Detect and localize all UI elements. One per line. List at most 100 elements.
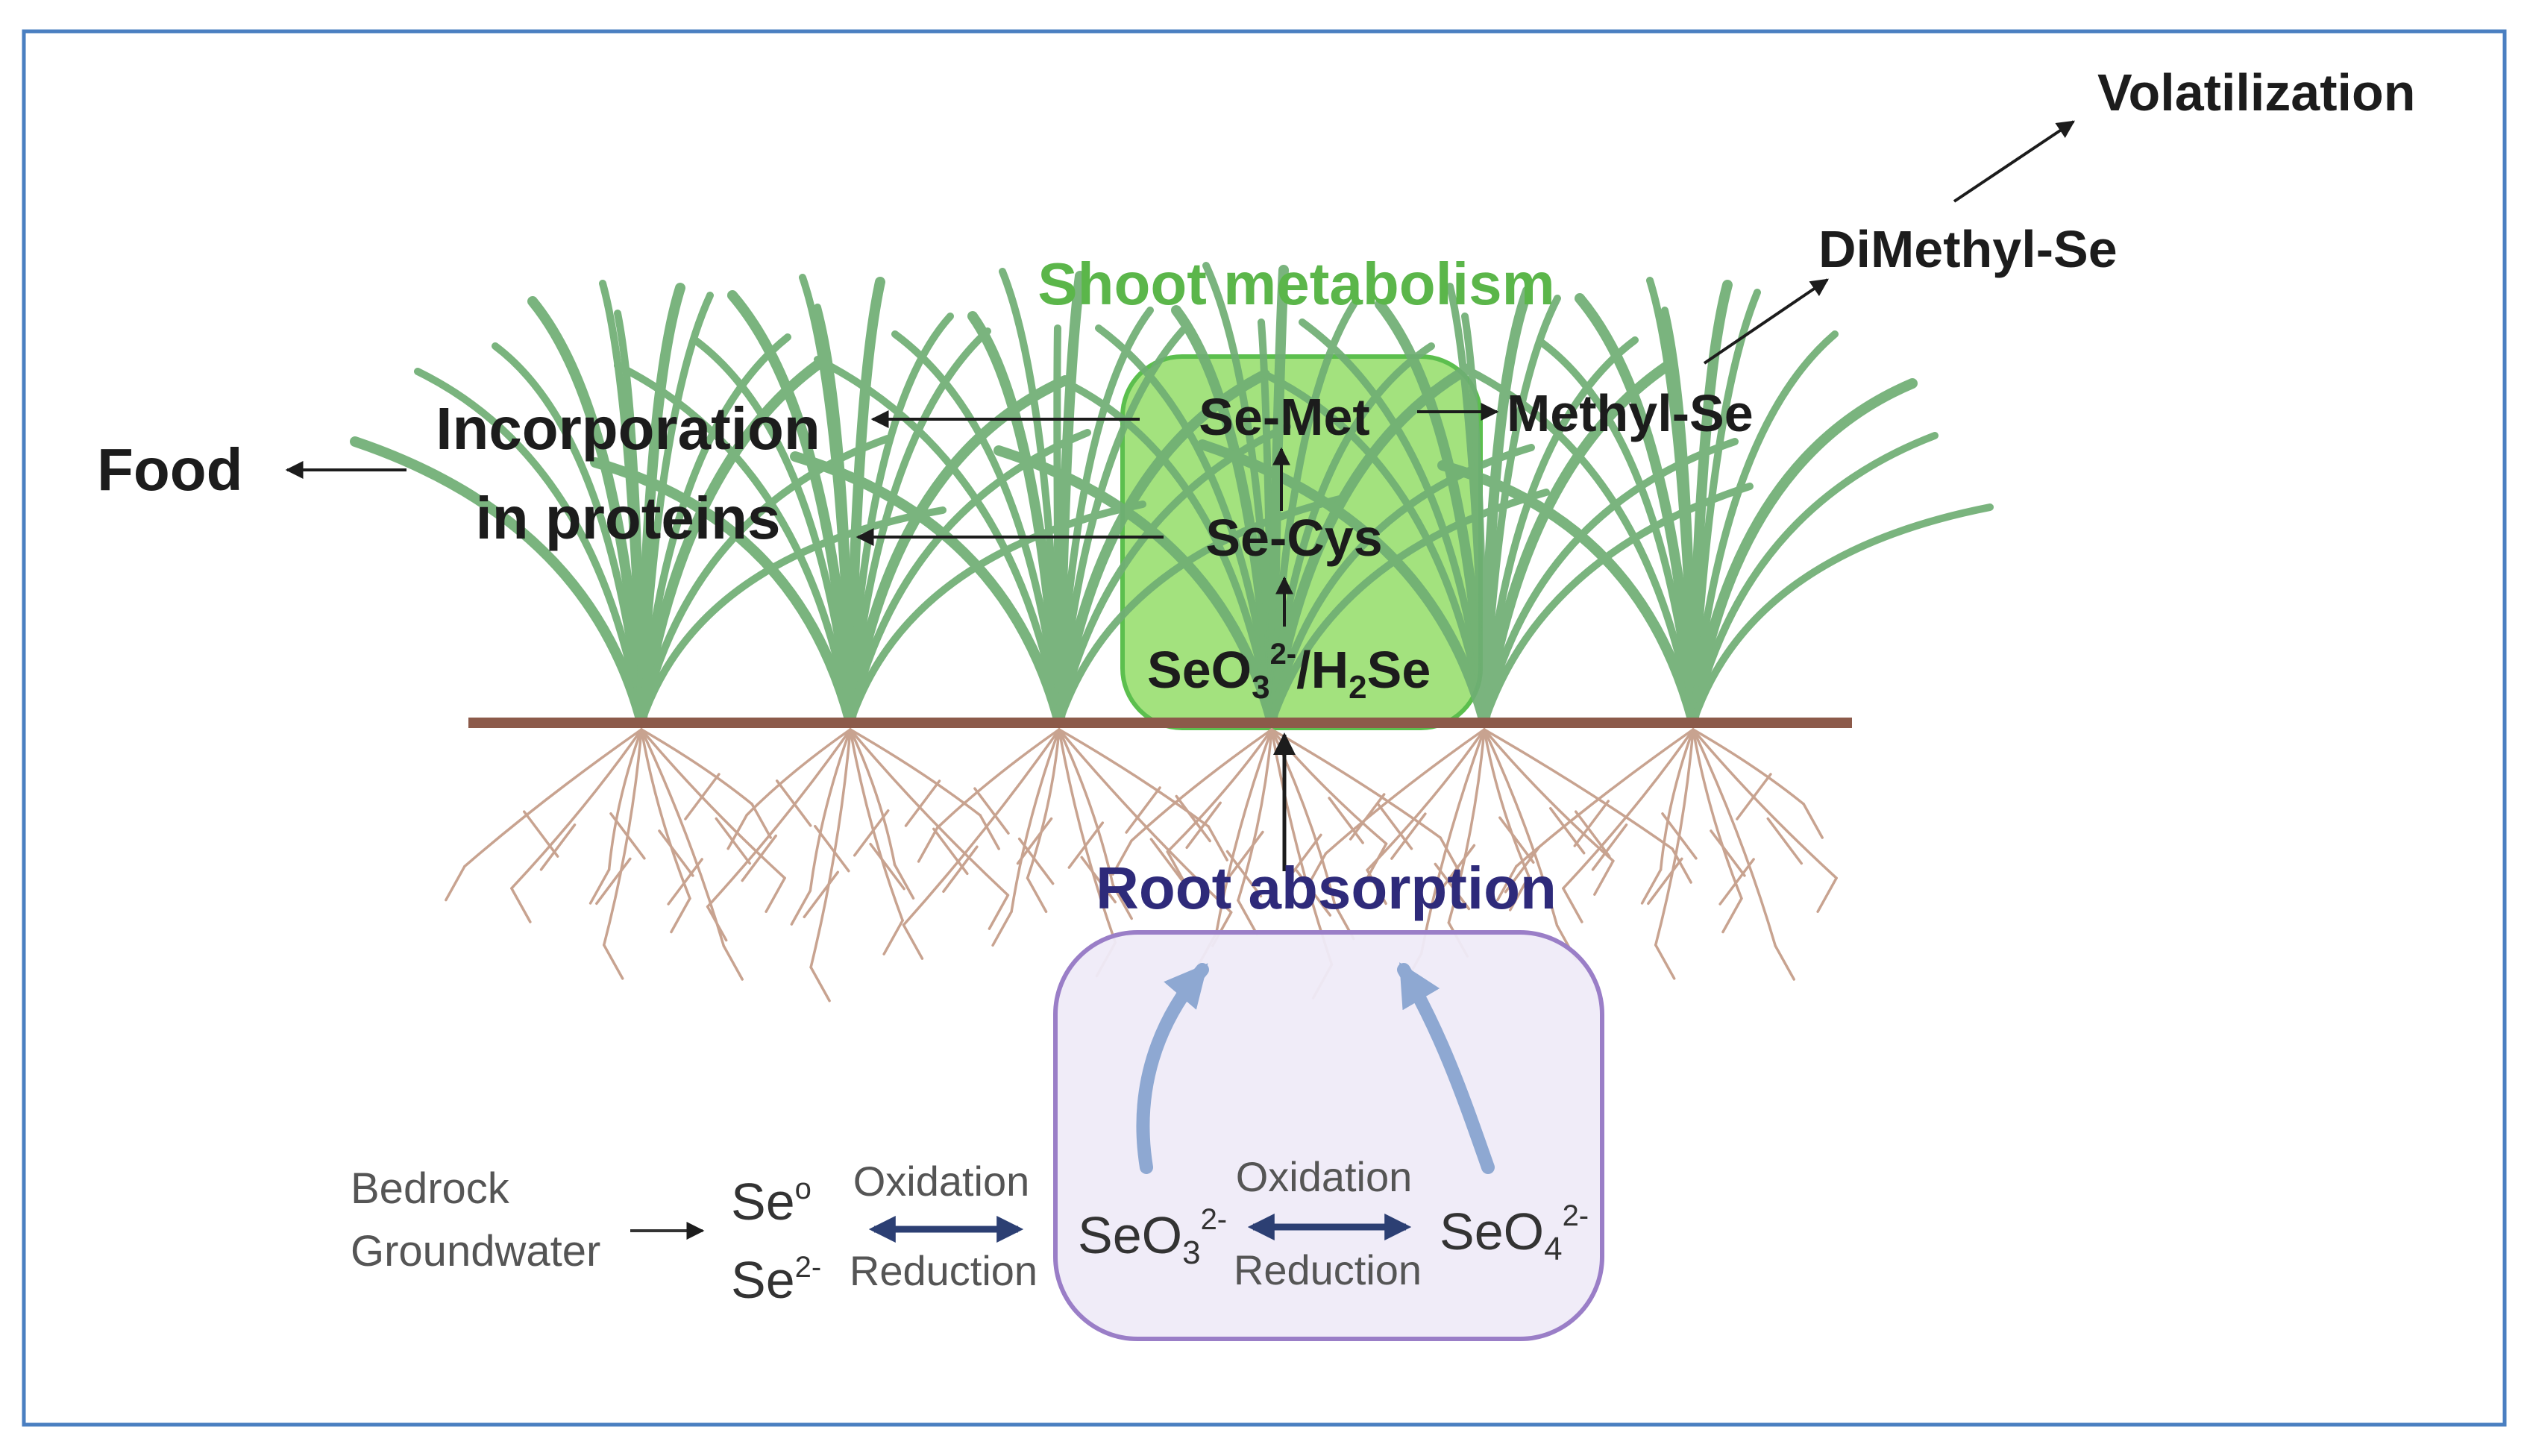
- root-branch: [1816, 876, 1838, 913]
- root-branch: [726, 813, 748, 850]
- incorporation-label-line1: Incorporation: [436, 395, 820, 462]
- leaf-blade: [1689, 432, 1939, 726]
- leaf-blade: [1055, 307, 1154, 726]
- root-branch: [1710, 829, 1746, 877]
- root-strand: [1692, 728, 1743, 900]
- leaf-blade: [1437, 460, 1698, 727]
- root-branch: [1802, 803, 1824, 839]
- leaf-blade: [1266, 265, 1289, 727]
- arrow-icon: [1703, 278, 1829, 365]
- root-branch: [595, 857, 632, 906]
- root-branch: [1766, 817, 1804, 865]
- root-branch: [902, 923, 924, 960]
- root-branch: [1376, 803, 1413, 850]
- selenite-label: SeO32-: [1078, 1203, 1227, 1271]
- leaf-blade: [1058, 377, 1275, 726]
- se2-label: Se2-: [731, 1251, 821, 1309]
- selenite-h2se-label: SeO32-/H2Se: [1147, 638, 1431, 706]
- root-branch: [445, 865, 466, 902]
- leaf-blade: [590, 457, 856, 727]
- root-branch: [1237, 899, 1258, 935]
- leaf-blade: [1689, 503, 1994, 726]
- food-label: Food: [97, 436, 242, 503]
- root-strand: [902, 728, 1061, 926]
- leaf-blade: [1481, 483, 1754, 726]
- se-cys-label: Se-Cys: [1205, 509, 1382, 567]
- selenate-uptake-arrow: [1397, 962, 1495, 1174]
- root-strand: [1659, 728, 1695, 871]
- root-branch: [1080, 856, 1117, 904]
- root-strand: [1237, 728, 1273, 902]
- root-strand: [607, 728, 643, 871]
- leaf-blade: [1268, 301, 1357, 726]
- soil-line: [468, 718, 1852, 728]
- root-strand: [849, 728, 904, 922]
- root-branch: [1548, 806, 1586, 855]
- leaf-blade: [1481, 295, 1561, 726]
- leaf-blade: [847, 327, 991, 726]
- leaf-blade: [814, 356, 1063, 726]
- root-branch: [775, 779, 812, 827]
- root-strand: [640, 728, 691, 900]
- shoot-metabolism-title: Shoot metabolism: [1038, 251, 1554, 317]
- leaf-blade: [845, 375, 1070, 727]
- root-strand: [1483, 728, 1559, 927]
- root-branch: [602, 944, 624, 980]
- root-branch: [869, 842, 905, 891]
- root-branch: [1574, 810, 1611, 858]
- root-strand: [1058, 728, 1117, 944]
- root-branch: [1661, 812, 1698, 860]
- leaf-blade: [845, 277, 885, 727]
- root-branch: [1305, 852, 1328, 889]
- root-branch: [1295, 869, 1332, 917]
- root-branch: [1185, 801, 1222, 850]
- root-branch: [803, 870, 840, 919]
- leaf-blade: [1197, 439, 1489, 727]
- root-branch: [1166, 850, 1188, 887]
- root-strand: [1692, 728, 1777, 947]
- root-branch: [1026, 876, 1048, 913]
- root-branch: [658, 829, 694, 877]
- root-branch: [522, 810, 559, 858]
- root-branch: [1439, 836, 1460, 873]
- oxidation-left-label: Oxidation: [853, 1158, 1030, 1205]
- root-strand: [745, 728, 852, 817]
- groundwater-label: Groundwater: [351, 1227, 600, 1275]
- root-branch: [882, 919, 904, 956]
- root-branch: [1508, 875, 1531, 911]
- root-strand: [809, 728, 852, 892]
- root-branch: [1562, 887, 1583, 923]
- root-branch: [904, 779, 941, 827]
- root-branch: [1591, 823, 1628, 871]
- oxidation-right-label: Oxidation: [1236, 1153, 1413, 1200]
- se-met-label: Se-Met: [1199, 388, 1369, 446]
- leaf-blade: [1461, 365, 1697, 726]
- root-branch: [539, 823, 577, 871]
- root-branch: [942, 845, 979, 894]
- reduction-right-label: Reduction: [1234, 1246, 1422, 1293]
- root-strand: [1692, 728, 1838, 879]
- root-branch: [1439, 844, 1476, 892]
- selenite-uptake-arrow: [1136, 963, 1209, 1174]
- root-strand: [1419, 728, 1486, 956]
- root-branch: [741, 834, 777, 882]
- root-strand: [706, 728, 852, 909]
- root-branch: [1721, 897, 1743, 934]
- root-strand: [1215, 728, 1273, 935]
- leaf-blade: [1689, 330, 1839, 726]
- root-strand: [1366, 728, 1486, 872]
- leaf-blade: [1261, 371, 1488, 726]
- root-branch: [588, 868, 611, 905]
- root-branch: [809, 966, 831, 1002]
- root-branch: [750, 803, 772, 839]
- root-branch: [1017, 837, 1055, 885]
- leaf-blade: [414, 368, 645, 726]
- leaf-blade: [1055, 495, 1346, 726]
- root-branch: [1647, 857, 1683, 906]
- root-branch: [1207, 825, 1228, 862]
- root-strand: [1130, 728, 1273, 842]
- root-branch: [765, 876, 786, 913]
- root-branch: [510, 887, 532, 923]
- root-branch: [1149, 838, 1187, 885]
- root-branch: [722, 944, 744, 981]
